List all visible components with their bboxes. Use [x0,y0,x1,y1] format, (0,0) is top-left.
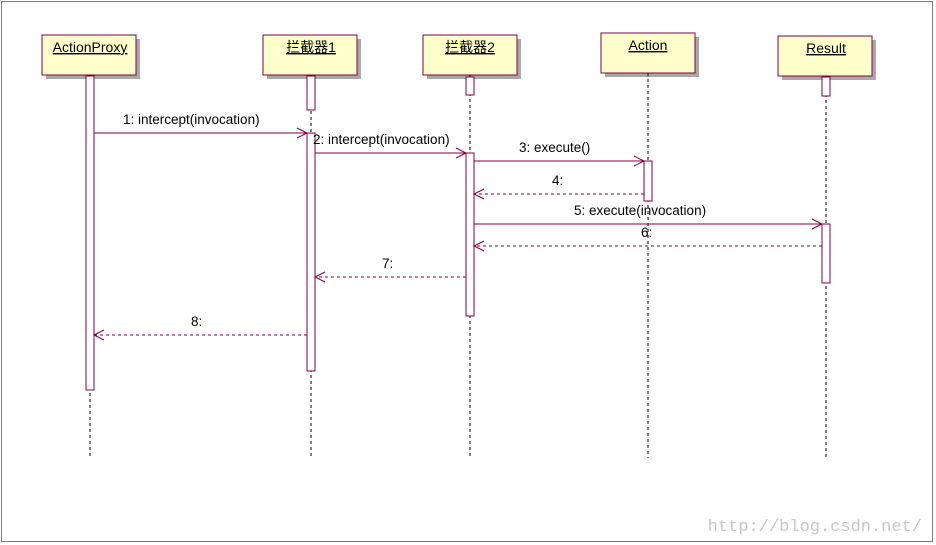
object-label: ActionProxy [53,39,128,55]
message-label: 5: execute(invocation) [574,203,706,218]
arrowhead-icon [472,188,485,200]
message-4[interactable]: 4: [472,173,644,200]
message-label: 8: [191,314,202,329]
watermark-text: http://blog.csdn.net/ [708,518,922,537]
activation-actionproxy [85,75,95,391]
message-5[interactable]: 5: execute(invocation) [474,203,824,230]
message-label: 4: [552,173,563,188]
object-interceptor1[interactable]: 拦截器1 [262,34,361,79]
object-result[interactable]: Result [777,35,876,80]
object-label: Action [629,37,668,53]
arrowhead-icon [633,155,646,167]
message-label: 3: execute() [519,140,590,155]
activation-interceptor2 [465,152,475,317]
message-6[interactable]: 6: [472,225,822,252]
object-action[interactable]: Action [600,32,699,77]
message-1[interactable]: 1: intercept(invocation) [94,112,309,139]
message-label: 7: [382,256,393,271]
message-2[interactable]: 2: intercept(invocation) [313,132,468,159]
arrowhead-icon [811,218,824,230]
activation-result [821,223,831,284]
object-interceptor2[interactable]: 拦截器2 [422,34,521,79]
object-label: Result [806,40,846,56]
activation-interceptor2-top [465,76,475,96]
message-label: 2: intercept(invocation) [313,132,450,147]
activation-action [643,160,653,202]
activation-interceptor1-top [306,75,316,111]
object-label: 拦截器1 [286,39,336,55]
object-actionproxy[interactable]: ActionProxy [41,34,140,79]
activation-result-top [821,76,831,97]
message-7[interactable]: 7: [313,256,466,283]
arrowhead-icon [92,329,105,341]
message-3[interactable]: 3: execute() [474,140,646,167]
arrowhead-icon [296,127,309,139]
arrowhead-icon [472,240,485,252]
arrowhead-icon [455,147,468,159]
message-8[interactable]: 8: [92,314,307,341]
message-label: 6: [641,225,652,240]
message-label: 1: intercept(invocation) [123,112,260,127]
activation-interceptor1 [306,132,316,372]
arrowhead-icon [313,271,326,283]
object-label: 拦截器2 [445,39,495,55]
